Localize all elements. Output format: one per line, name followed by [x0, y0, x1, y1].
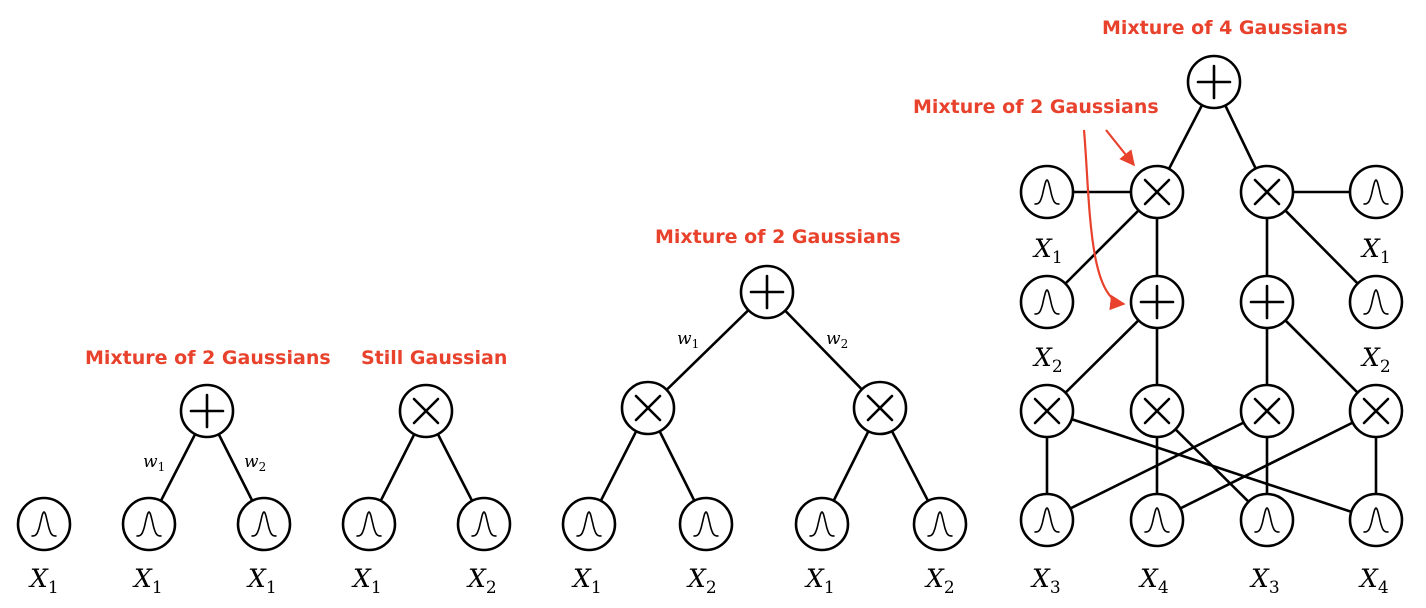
- sum-node: [739, 264, 795, 320]
- var-label-x4: X4: [1358, 564, 1389, 598]
- gaussian-curve-icon: [1363, 507, 1389, 533]
- arrow-to-sum-node: [1082, 129, 1126, 311]
- weight-label-w1: w1: [677, 329, 699, 351]
- product-node: [1129, 164, 1185, 220]
- plus-icon: [749, 274, 785, 310]
- var-label-x1: X1: [246, 564, 277, 598]
- edge: [1046, 409, 1268, 522]
- plus-icon: [1249, 284, 1285, 320]
- weight-label-w2: w2: [826, 329, 848, 351]
- gaussian-leaf: [1239, 492, 1295, 548]
- times-icon: [1143, 397, 1171, 425]
- gaussian-curve-icon: [1034, 289, 1060, 315]
- gaussian-leaf: [236, 496, 292, 552]
- gaussian-curve-icon: [1034, 179, 1060, 205]
- plus-icon: [1139, 284, 1175, 320]
- annotation-arrows: [1082, 129, 1135, 311]
- gaussian-curve-icon: [927, 511, 953, 537]
- times-icon: [866, 394, 894, 422]
- gaussian-curve-icon: [136, 511, 162, 537]
- gaussian-curve-icon: [356, 511, 382, 537]
- weight-label-w1: w1: [143, 452, 165, 474]
- labels: X1 Mixture of 2 Gaussians w1 w2 X1 X1 St…: [28, 17, 1391, 598]
- var-label-x3: X3: [1030, 564, 1061, 598]
- sum-node: [1239, 274, 1295, 330]
- gaussian-leaf: [341, 496, 397, 552]
- gaussian-leaf: [16, 496, 72, 552]
- gaussian-curve-icon: [251, 511, 277, 537]
- gaussian-leaf: [1019, 492, 1075, 548]
- gaussian-curve-icon: [1363, 179, 1389, 205]
- gaussian-curve-icon: [471, 511, 497, 537]
- edge: [1156, 409, 1377, 522]
- product-node: [1239, 383, 1295, 439]
- gaussian-leaf: [1019, 274, 1075, 330]
- times-icon: [1362, 397, 1390, 425]
- var-label-x2: X2: [686, 564, 717, 598]
- times-icon: [1143, 178, 1171, 206]
- weight-label-w2: w2: [244, 452, 266, 474]
- product-node: [1019, 383, 1075, 439]
- var-label-x2: X2: [1032, 343, 1063, 377]
- plus-icon: [189, 393, 225, 429]
- times-icon: [1253, 178, 1281, 206]
- times-icon: [634, 394, 662, 422]
- gaussian-leaf: [678, 496, 734, 552]
- annotation-mixture-2-gaussians: Mixture of 2 Gaussians: [655, 226, 901, 248]
- var-label-x4: X4: [1138, 564, 1169, 598]
- product-node: [1129, 383, 1185, 439]
- var-label-x1: X1: [132, 564, 163, 598]
- times-icon: [1033, 397, 1061, 425]
- gaussian-leaf: [561, 496, 617, 552]
- var-label-x2: X2: [1360, 343, 1391, 377]
- product-node: [852, 380, 908, 436]
- annotation-mixture-2-gaussians: Mixture of 2 Gaussians: [85, 347, 331, 369]
- var-label-x1: X1: [571, 564, 602, 598]
- product-node: [620, 380, 676, 436]
- gaussian-curve-icon: [1144, 507, 1170, 533]
- gaussian-leaf: [1129, 492, 1185, 548]
- gaussian-leaf: [456, 496, 512, 552]
- gaussian-leaf: [121, 496, 177, 552]
- edge: [647, 291, 768, 409]
- sum-node: [1186, 54, 1242, 110]
- gaussian-leaf: [912, 496, 968, 552]
- sum-node: [179, 383, 235, 439]
- var-label-x1: X1: [351, 564, 382, 598]
- var-label-x1: X1: [804, 564, 835, 598]
- plus-icon: [1196, 64, 1232, 100]
- annotation-mixture-2-gaussians-inner: Mixture of 2 Gaussians: [913, 96, 1159, 118]
- gaussian-curve-icon: [1254, 507, 1280, 533]
- annotation-still-gaussian: Still Gaussian: [361, 347, 507, 369]
- gaussian-leaf: [794, 496, 850, 552]
- gaussian-leaf: [1348, 492, 1404, 548]
- gaussian-curve-icon: [576, 511, 602, 537]
- times-icon: [412, 397, 440, 425]
- var-label-x1: X1: [28, 564, 59, 598]
- product-node: [1239, 164, 1295, 220]
- gaussian-leaf: [1348, 164, 1404, 220]
- var-label-x1: X1: [1032, 234, 1063, 268]
- var-label-x1: X1: [1360, 234, 1391, 268]
- gaussian-leaf: [1348, 274, 1404, 330]
- gaussian-curve-icon: [31, 511, 57, 537]
- product-node: [398, 383, 454, 439]
- product-node: [1348, 383, 1404, 439]
- gaussian-curve-icon: [1363, 289, 1389, 315]
- var-label-x2: X2: [924, 564, 955, 598]
- times-icon: [1253, 397, 1281, 425]
- nodes: [16, 54, 1404, 552]
- gaussian-curve-icon: [809, 511, 835, 537]
- sum-node: [1129, 274, 1185, 330]
- gaussian-curve-icon: [1034, 507, 1060, 533]
- gaussian-leaf: [1019, 164, 1075, 220]
- var-label-x3: X3: [1249, 564, 1280, 598]
- gaussian-curve-icon: [693, 511, 719, 537]
- annotation-mixture-4-gaussians: Mixture of 4 Gaussians: [1102, 17, 1348, 39]
- var-label-x2: X2: [466, 564, 497, 598]
- arrow-to-product-node: [1105, 129, 1135, 167]
